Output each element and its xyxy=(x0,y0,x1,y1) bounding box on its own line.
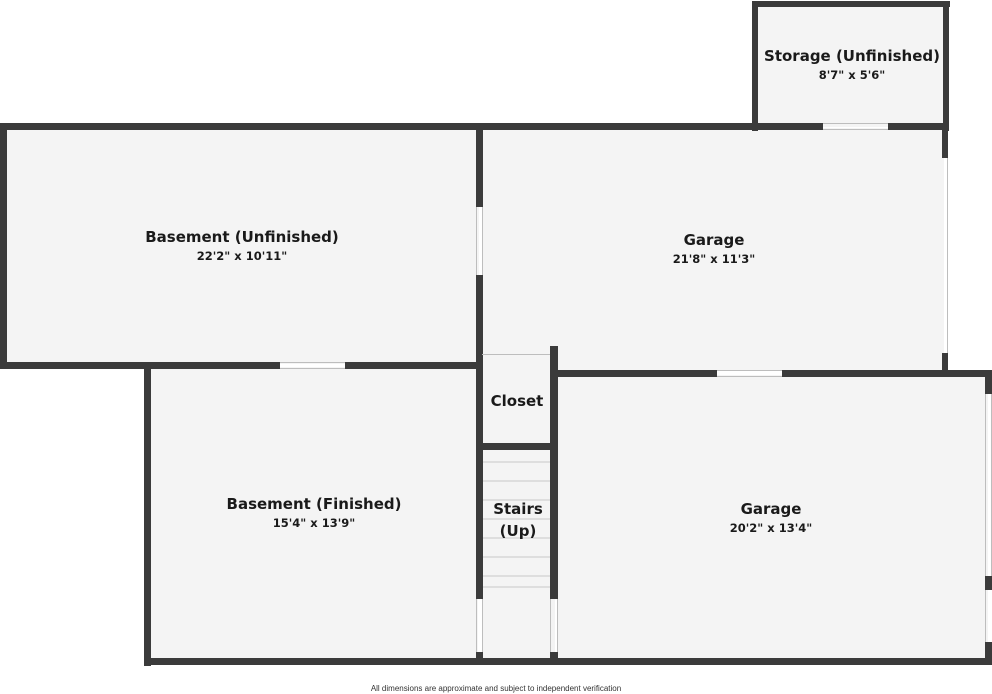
basement-finished-floor xyxy=(149,367,478,662)
room-dimensions: 21'8" x 11'3" xyxy=(673,252,755,266)
closet-floor xyxy=(482,351,555,447)
garage-bottom-floor xyxy=(558,375,988,662)
wall xyxy=(0,362,280,369)
wall xyxy=(942,123,948,158)
stairs-label: Stairs (Up) xyxy=(493,500,543,540)
wall xyxy=(782,370,992,377)
stairs-floor xyxy=(482,449,555,662)
wall xyxy=(943,1,949,131)
room-name: Storage (Unfinished) xyxy=(764,47,940,65)
wall xyxy=(476,275,483,599)
wall xyxy=(550,346,558,599)
wall xyxy=(888,123,949,130)
room-name: (Up) xyxy=(500,522,537,540)
wall xyxy=(942,353,948,377)
wall xyxy=(985,576,992,590)
room-dimensions: 15'4" x 13'9" xyxy=(273,516,355,530)
room-name: Basement (Finished) xyxy=(227,495,402,513)
disclaimer-text: All dimensions are approximate and subje… xyxy=(370,684,622,693)
wall xyxy=(752,1,950,7)
room-dimensions: 22'2" x 10'11" xyxy=(197,249,287,263)
wall xyxy=(144,658,992,665)
wall xyxy=(550,370,717,377)
room-name: Basement (Unfinished) xyxy=(145,228,339,246)
wall xyxy=(752,1,758,131)
room-dimensions: 8'7" x 5'6" xyxy=(819,68,885,82)
wall xyxy=(476,652,483,665)
basement-unfinished-floor xyxy=(6,128,479,364)
wall xyxy=(144,365,151,666)
room-name: Closet xyxy=(491,392,544,410)
room-name: Garage xyxy=(741,500,802,518)
basement-unfinished-label: Basement (Unfinished) 22'2" x 10'11" xyxy=(145,228,339,263)
walls xyxy=(0,1,992,666)
wall xyxy=(550,652,558,665)
wall xyxy=(480,443,556,450)
wall xyxy=(345,362,483,369)
room-name: Stairs xyxy=(493,500,543,518)
storage-floor xyxy=(757,7,945,127)
wall xyxy=(0,123,7,369)
wall xyxy=(0,123,823,130)
wall xyxy=(476,123,483,207)
room-name: Garage xyxy=(684,231,745,249)
room-dimensions: 20'2" x 13'4" xyxy=(730,521,812,535)
wall xyxy=(985,370,992,394)
closet-label: Closet xyxy=(491,392,544,410)
garage-top-label: Garage 21'8" x 11'3" xyxy=(673,231,755,266)
room-floors xyxy=(6,7,988,662)
garage-top-floor xyxy=(482,128,944,371)
storage-label: Storage (Unfinished) 8'7" x 5'6" xyxy=(764,47,940,82)
stair-treads xyxy=(483,461,552,588)
basement-finished-label: Basement (Finished) 15'4" x 13'9" xyxy=(227,495,402,530)
garage-bottom-label: Garage 20'2" x 13'4" xyxy=(730,500,812,535)
wall xyxy=(985,642,992,665)
